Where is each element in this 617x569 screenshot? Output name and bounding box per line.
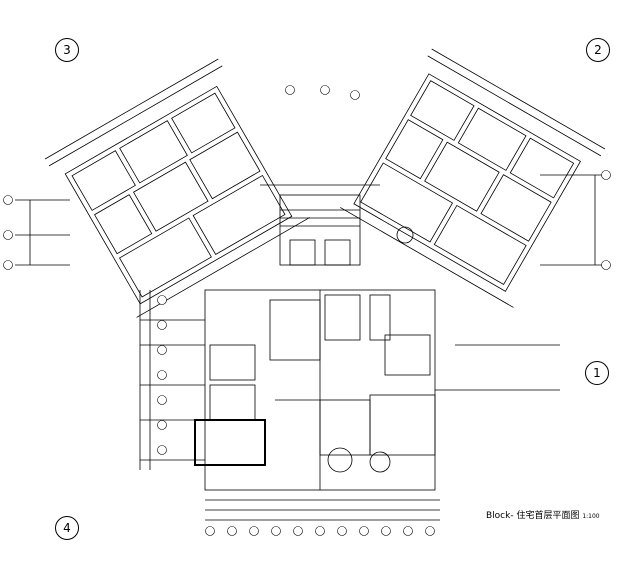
axis-bubble	[315, 526, 325, 536]
axis-bubble	[403, 526, 413, 536]
axis-bubble	[249, 526, 259, 536]
drawing-scale: 1:100	[582, 513, 600, 520]
axis-bubble	[3, 230, 13, 240]
right-wing	[340, 48, 606, 308]
axis-bubble	[205, 526, 215, 536]
corner-marker-1: 1	[585, 361, 609, 385]
stair-core	[279, 194, 361, 266]
axis-bubble	[285, 85, 295, 95]
drawing-title: Block- 住宅首层平面图	[486, 511, 580, 521]
axis-bubble	[157, 320, 167, 330]
axis-bubble	[601, 260, 611, 270]
axis-bubble	[601, 170, 611, 180]
axis-bubble	[157, 370, 167, 380]
corner-marker-3: 3	[55, 38, 79, 62]
corner-marker-2: 2	[586, 38, 610, 62]
axis-bubble	[157, 395, 167, 405]
axis-bubble	[425, 526, 435, 536]
corner-marker-4: 4	[55, 516, 79, 540]
axis-bubble	[157, 295, 167, 305]
axis-bubble	[293, 526, 303, 536]
base-linework	[15, 48, 606, 521]
axis-bubble	[381, 526, 391, 536]
axis-bubble	[271, 526, 281, 536]
axis-bubble	[359, 526, 369, 536]
axis-bubble	[157, 445, 167, 455]
drawing-title-block: Block- 住宅首层平面图 1:100	[486, 508, 600, 521]
axis-bubble	[157, 420, 167, 430]
axis-bubble	[350, 90, 360, 100]
axis-bubble	[320, 85, 330, 95]
left-wing	[44, 58, 310, 318]
axis-bubble	[3, 260, 13, 270]
axis-bubble	[3, 195, 13, 205]
axis-bubble	[157, 345, 167, 355]
axis-bubble	[337, 526, 347, 536]
dimension-marks	[3, 85, 611, 536]
axis-bubble	[227, 526, 237, 536]
